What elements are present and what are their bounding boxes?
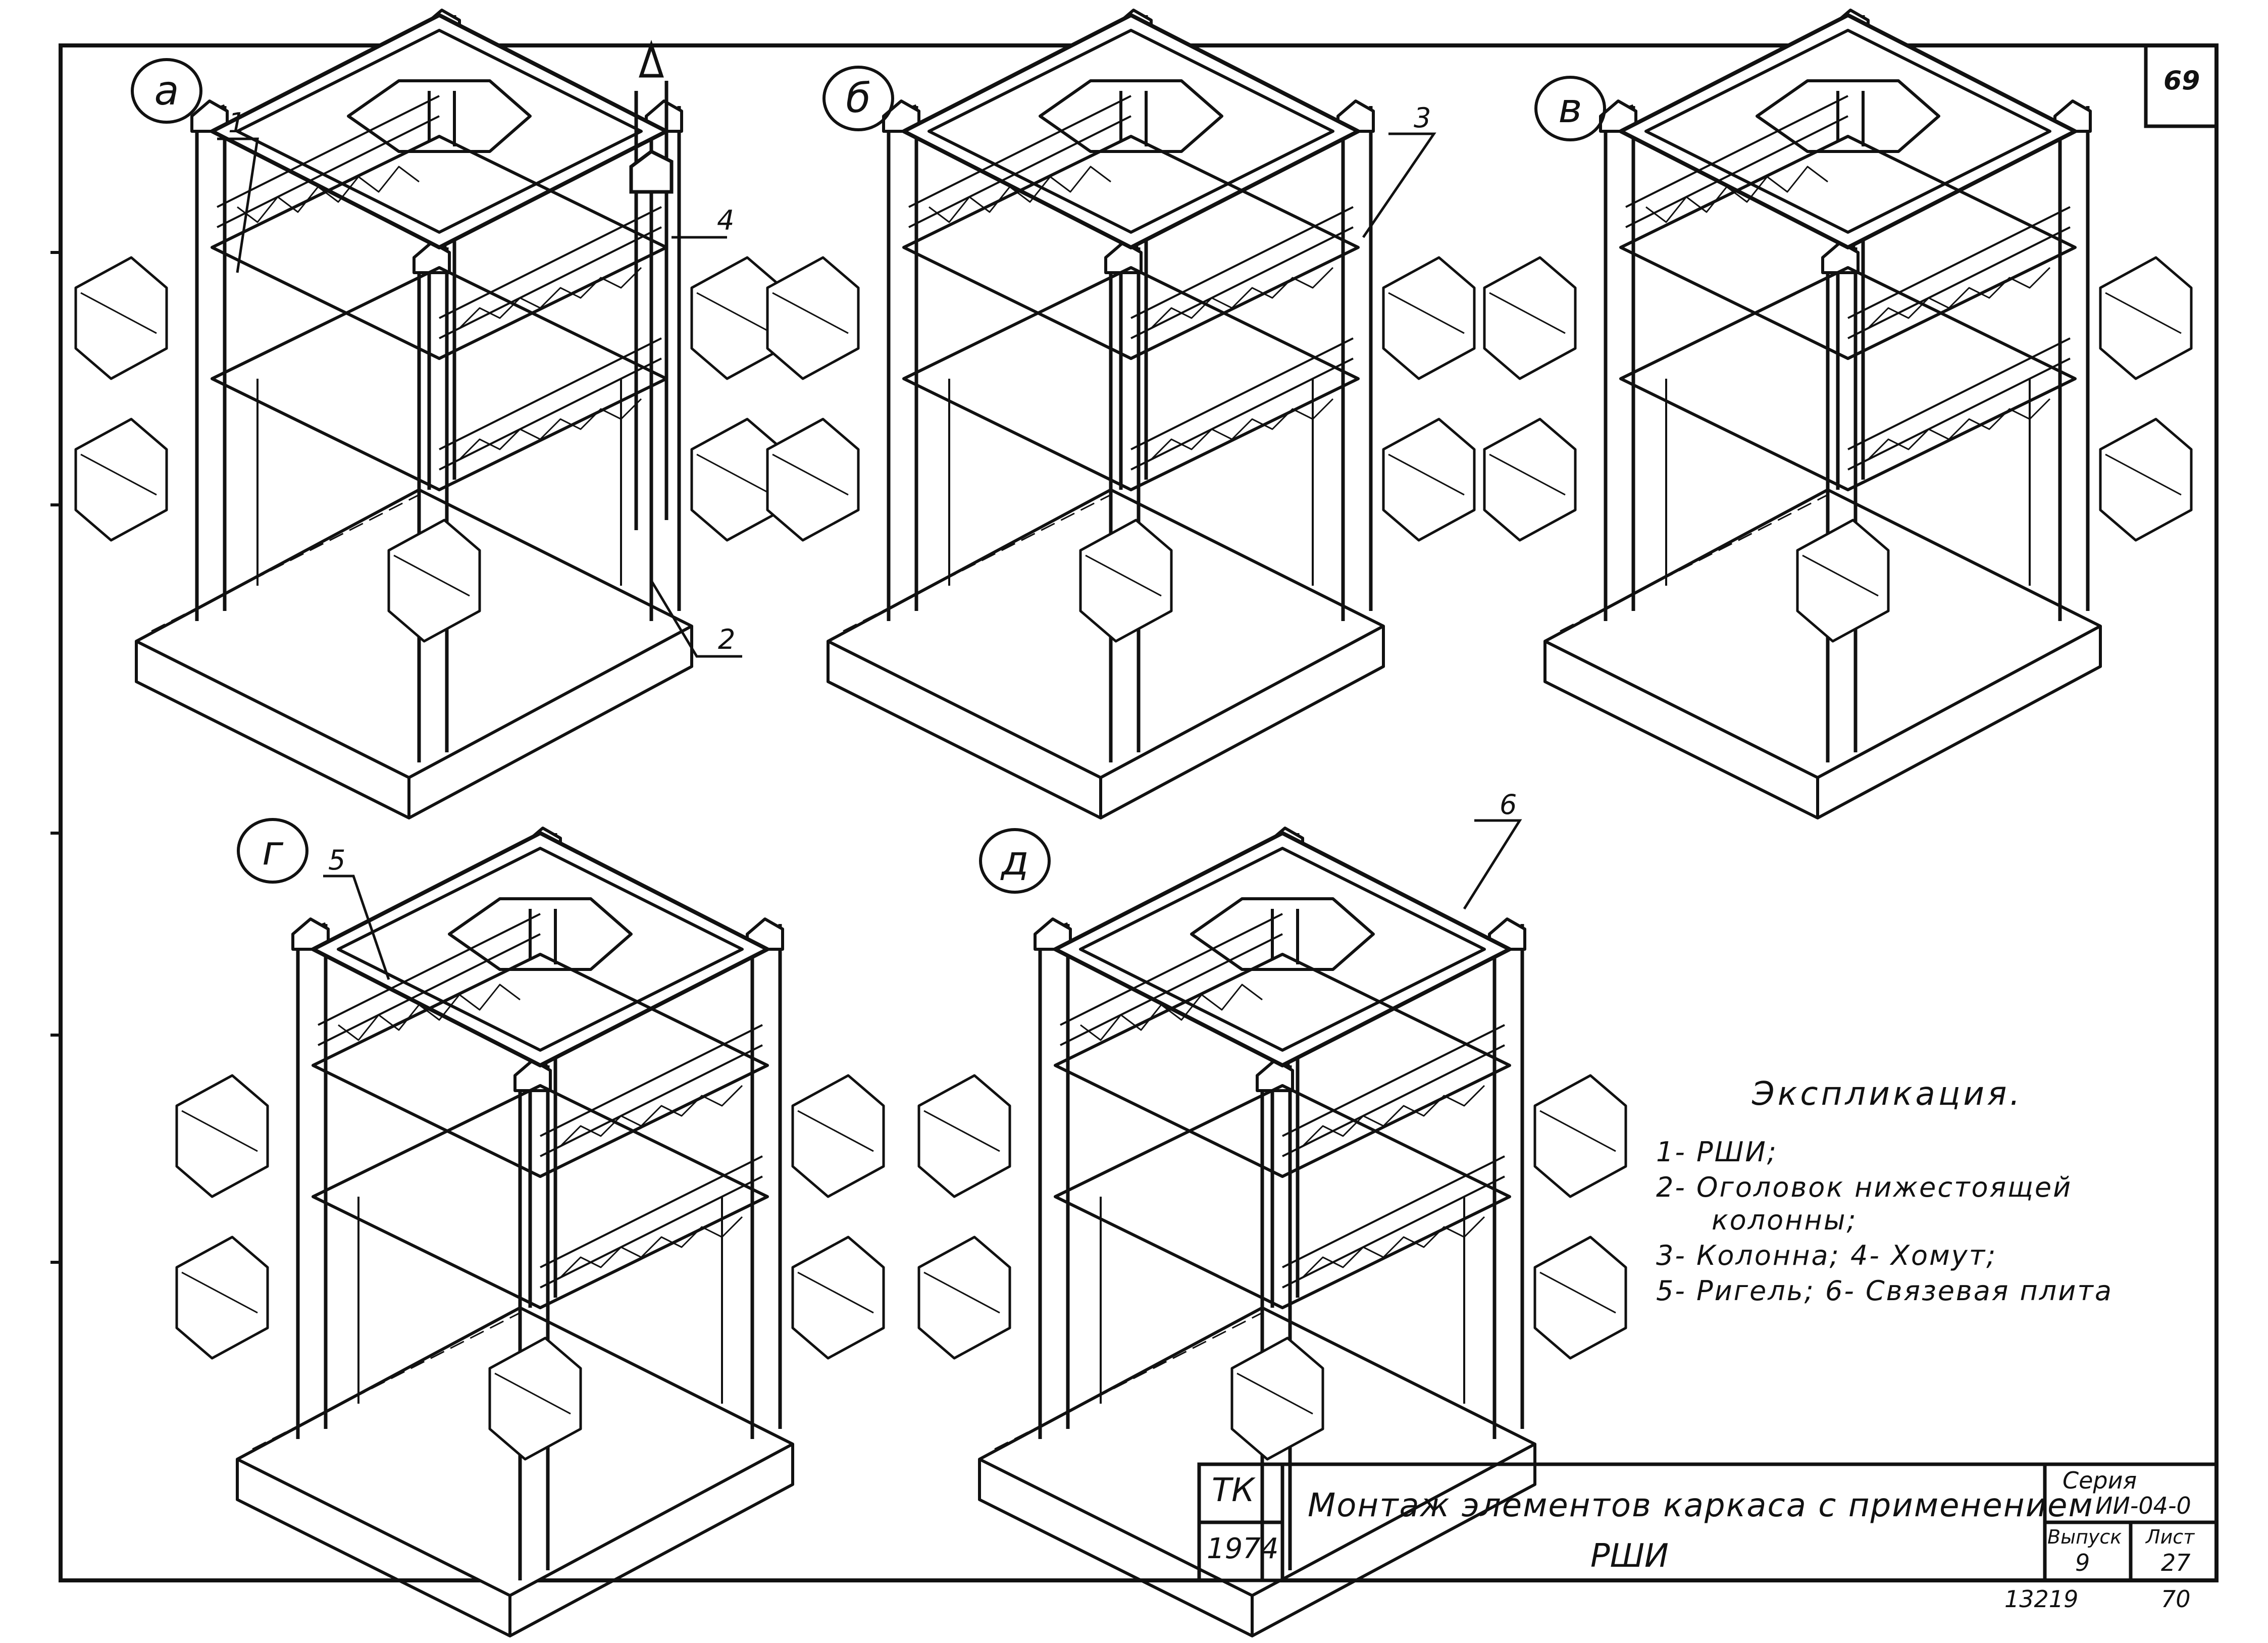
variant-circle-v <box>1534 76 1606 141</box>
callout-5: 5 <box>328 844 345 876</box>
callout-1: 1 <box>228 107 245 139</box>
frame-variant-a <box>76 10 783 818</box>
variant-label-a: а <box>154 67 179 114</box>
title-block-title-line2: РШИ <box>1590 1537 1669 1575</box>
frame-variant-g <box>177 828 884 1636</box>
sheet-label: Лист <box>2146 1526 2195 1548</box>
issue-value: 9 <box>2075 1549 2090 1576</box>
legend-item-2: 2- Оголовок нижестоящей <box>1656 1171 2073 1203</box>
leader-3 <box>1362 132 1436 238</box>
frame-variant-v <box>1484 10 2191 818</box>
leader-1 <box>217 137 259 273</box>
sheet-number-box <box>2144 43 2219 128</box>
issue-label: Выпуск <box>2047 1526 2122 1548</box>
legend-item-5-6: 5- Ригель; 6- Связевая плита <box>1656 1275 2113 1307</box>
title-block-year: 1974 <box>1207 1532 1279 1565</box>
series-label: Серия <box>2063 1467 2137 1494</box>
series-value: ИИ-04-0 <box>2095 1492 2191 1519</box>
legend-item-2-cont: колонны; <box>1712 1204 1858 1236</box>
variant-label-b: б <box>846 75 870 122</box>
callout-6: 6 <box>1500 789 1517 820</box>
callout-3: 3 <box>1414 102 1431 134</box>
callout-2: 2 <box>718 624 735 655</box>
variant-label-g: г <box>262 827 284 874</box>
legend-item-3-4: 3- Колонна; 4- Хомут; <box>1656 1240 1997 1271</box>
leader-6 <box>1463 819 1522 910</box>
variant-circle-g <box>237 818 308 884</box>
variant-circle-b <box>822 66 894 131</box>
page-number: 70 <box>2161 1585 2191 1613</box>
variant-circle-a <box>131 58 202 124</box>
variant-label-d: д <box>1000 837 1028 884</box>
variant-label-v: в <box>1558 85 1582 132</box>
variant-circle-d <box>979 828 1051 894</box>
archive-number: 13219 <box>2004 1585 2079 1613</box>
title-block-org: ТК <box>1212 1472 1255 1509</box>
title-block-title-line1: Монтаж элементов каркаса с применением <box>1308 1487 2094 1524</box>
callout-4: 4 <box>717 204 734 236</box>
crop-mark-left <box>50 251 61 1264</box>
frame-variant-b <box>767 10 1474 818</box>
sheet-value: 27 <box>2161 1549 2191 1576</box>
sheet-number: 69 <box>2163 66 2200 96</box>
title-block <box>1197 1462 2219 1582</box>
legend-item-1: 1- РШИ; <box>1656 1136 1778 1168</box>
leader-5 <box>323 875 390 980</box>
standalone-column <box>629 39 674 530</box>
leader-2 <box>650 580 742 658</box>
legend-title: Экспликация. <box>1752 1075 2023 1113</box>
